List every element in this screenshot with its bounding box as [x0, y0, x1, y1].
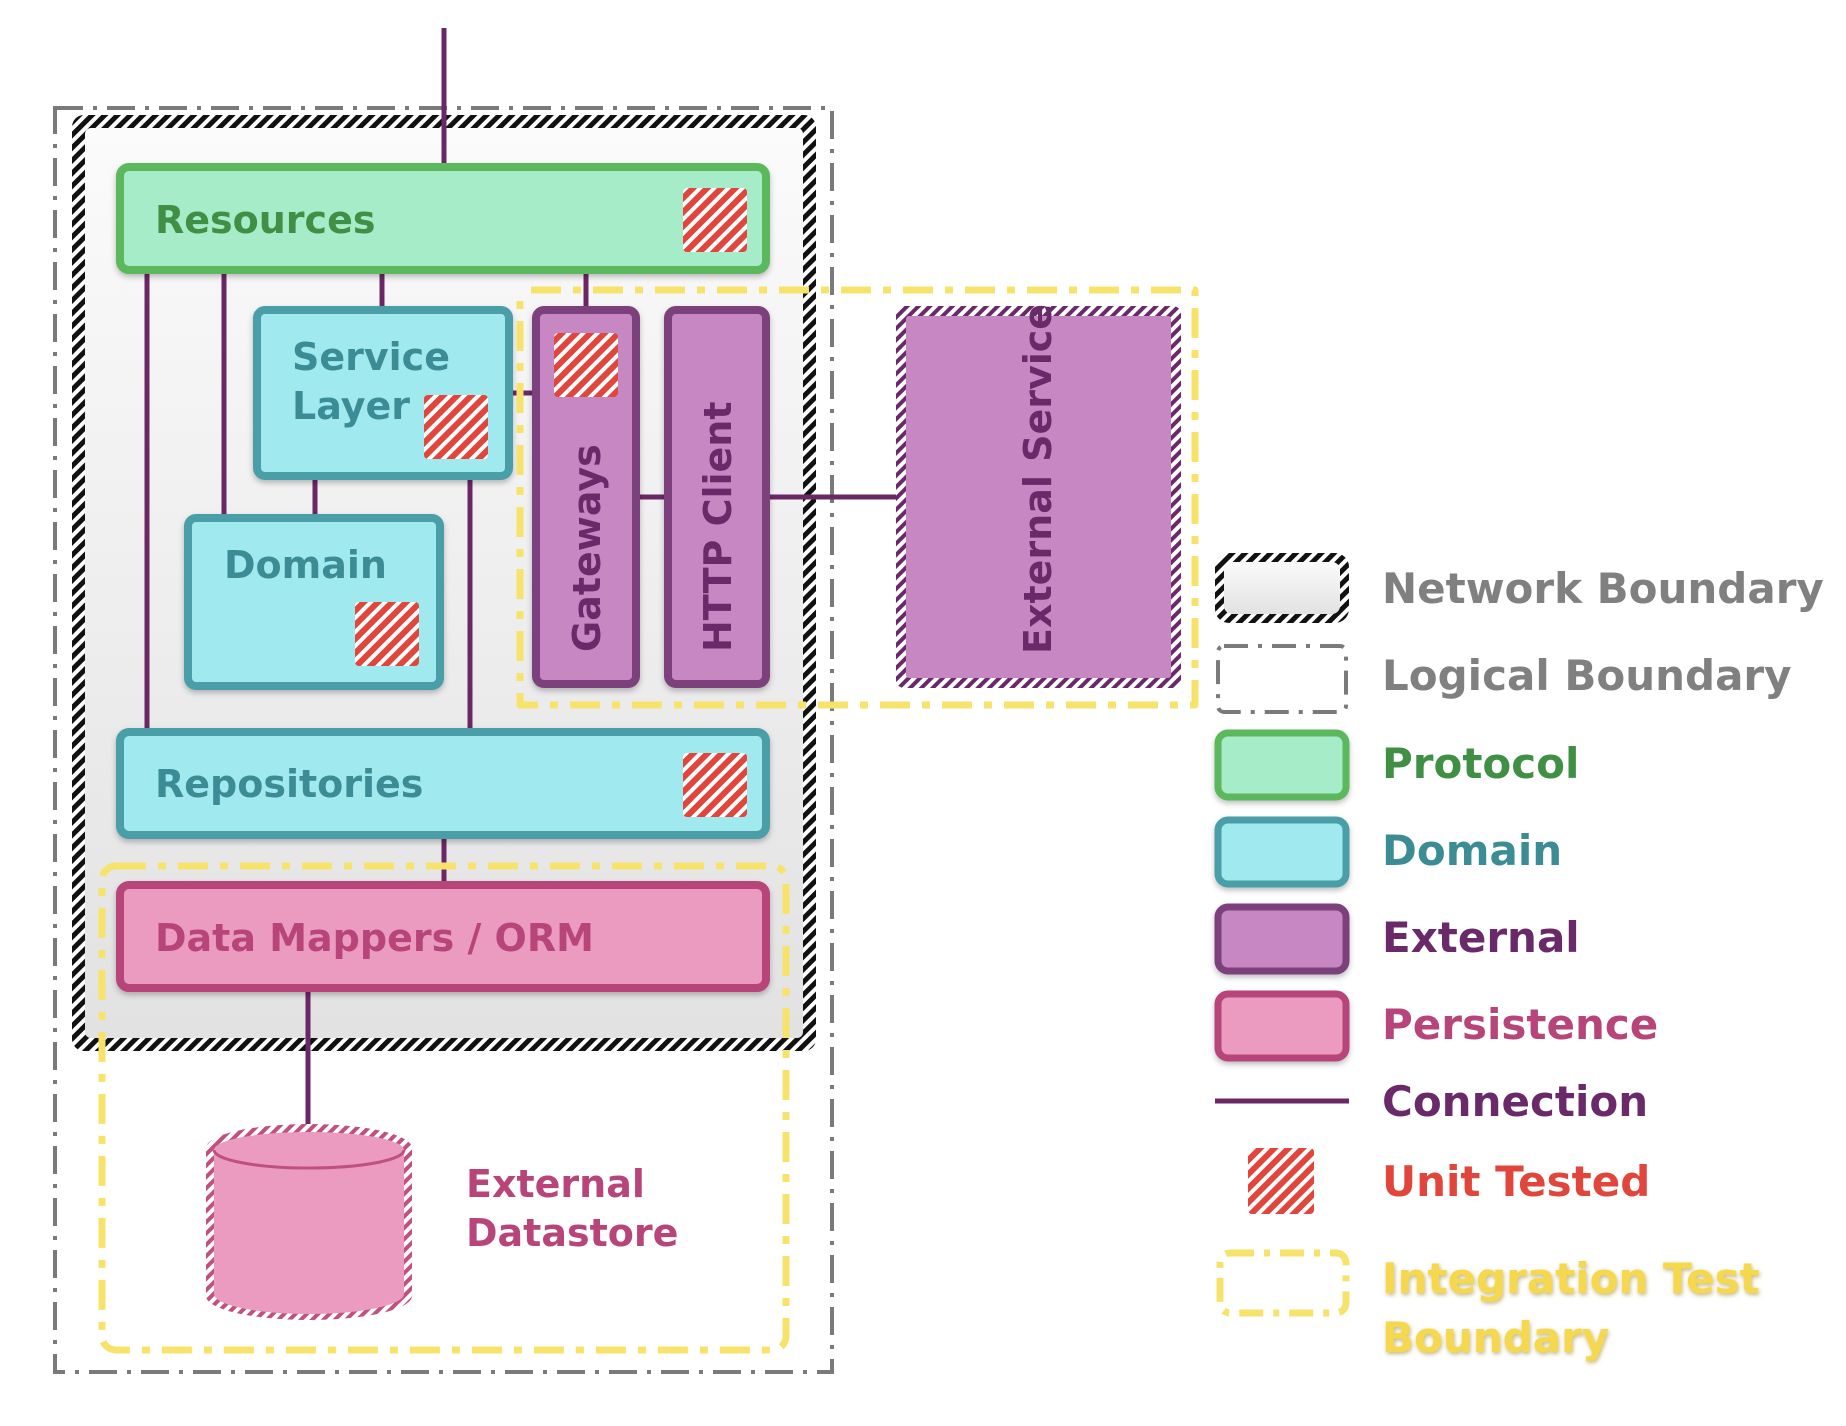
legend-external-swatch	[1214, 903, 1350, 975]
external-service-label: External Service	[1016, 304, 1060, 654]
external-datastore-cylinder	[206, 1124, 412, 1320]
external-datastore-label-line1: External	[466, 1162, 645, 1206]
integration-test-boundary-external	[516, 286, 1199, 709]
legend-integration-boundary-label-line1: Integration Test	[1382, 1254, 1760, 1303]
service-layer-label-line2: Layer	[292, 384, 410, 428]
resources-label: Resources	[155, 198, 375, 242]
legend-logical-boundary-label: Logical Boundary	[1382, 651, 1792, 700]
legend-network-boundary-label: Network Boundary	[1382, 564, 1824, 613]
legend-integration-boundary-label-line2: Boundary	[1382, 1313, 1609, 1362]
legend-protocol-label: Protocol	[1382, 739, 1579, 788]
data-mappers-label: Data Mappers / ORM	[155, 916, 594, 960]
gateways-box	[532, 306, 640, 688]
external-service-box	[896, 306, 1181, 688]
legend: Network Boundary Logical Boundary Protoc…	[1214, 553, 1824, 1362]
repositories-label: Repositories	[155, 762, 423, 806]
legend-logical-boundary-swatch	[1216, 644, 1348, 714]
unit-tested-icon	[683, 188, 747, 252]
legend-connection-label: Connection	[1382, 1077, 1648, 1126]
legend-domain-swatch	[1214, 816, 1350, 888]
data-mappers-box	[116, 881, 770, 992]
legend-unit-tested-label: Unit Tested	[1382, 1157, 1650, 1206]
service-layer-label-line1: Service	[292, 335, 450, 379]
http-client-label: HTTP Client	[696, 401, 740, 652]
legend-network-boundary-swatch	[1215, 553, 1349, 623]
resources-box	[116, 163, 770, 274]
http-client-box	[664, 306, 770, 688]
gateways-label: Gateways	[565, 444, 609, 652]
legend-domain-label: Domain	[1382, 826, 1562, 875]
repositories-box	[116, 728, 770, 839]
legend-protocol-swatch	[1214, 729, 1350, 801]
integration-test-boundary-persistence	[98, 862, 790, 1354]
unit-tested-icon	[683, 753, 747, 817]
legend-external-label: External	[1382, 913, 1580, 962]
legend-persistence-label: Persistence	[1382, 1000, 1658, 1049]
external-datastore-label-line2: Datastore	[466, 1211, 678, 1255]
domain-label: Domain	[224, 543, 387, 587]
legend-persistence-swatch	[1214, 990, 1350, 1062]
unit-tested-icon	[554, 333, 618, 397]
unit-tested-icon	[355, 602, 419, 666]
unit-tested-icon	[424, 395, 488, 459]
legend-unit-tested-icon	[1248, 1148, 1314, 1214]
legend-integration-boundary-swatch	[1216, 1249, 1350, 1317]
connection-lines	[144, 28, 900, 1128]
